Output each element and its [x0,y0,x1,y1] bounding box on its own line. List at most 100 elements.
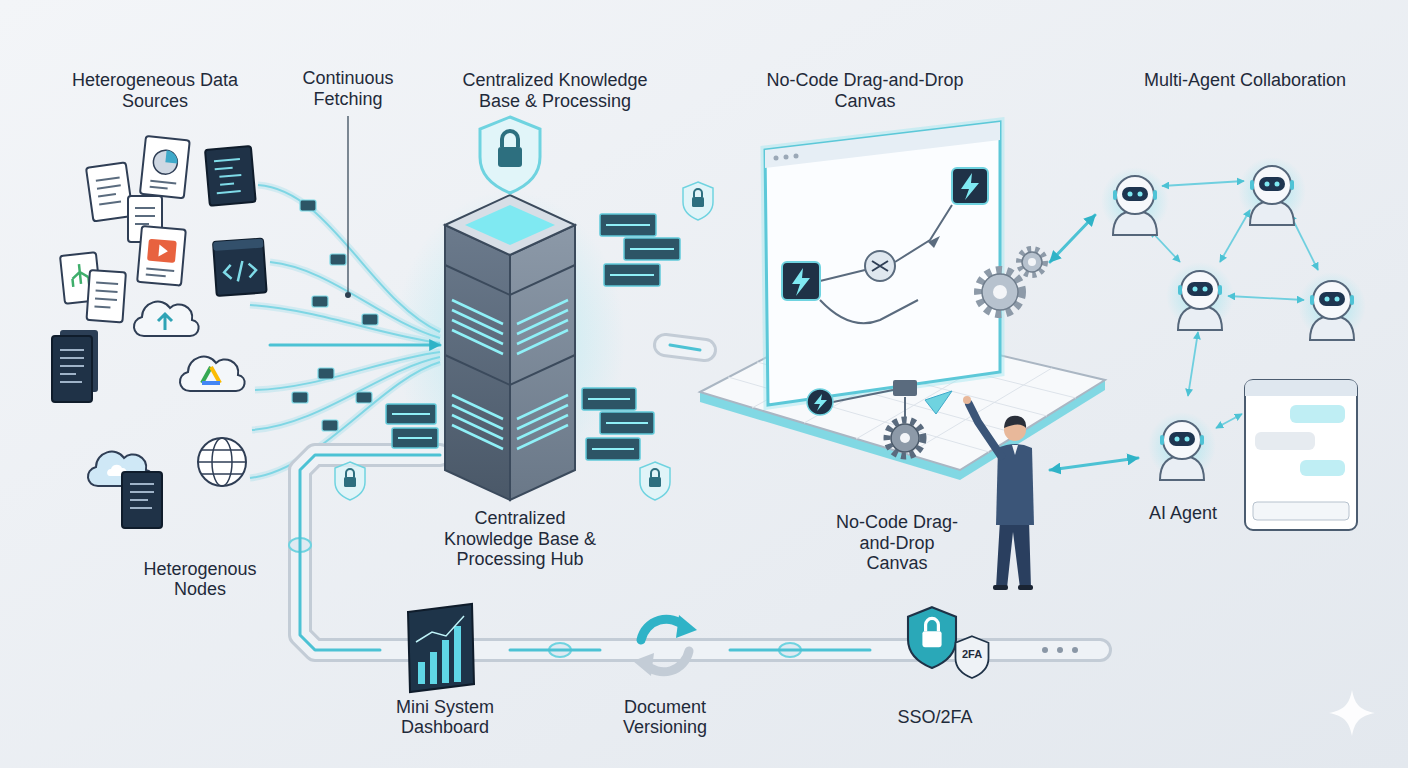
data-source-icons [86,162,133,221]
leader-line [345,116,351,298]
canvas-blocks [807,380,952,418]
processing-hub: Centralized Knowledge Base & ProcessingC… [440,66,670,574]
pipe-dots [1042,647,1078,653]
badge-label: 2FA [955,648,989,661]
dashboard-icon [416,616,464,642]
connector [300,455,440,650]
server-hub [452,300,568,449]
data-packet [300,200,316,211]
pipeline [665,345,705,350]
person [963,396,971,404]
data-packet [312,296,328,307]
chat-window [1253,502,1349,520]
person [963,396,1034,590]
security-shield [922,631,941,647]
data-source-icons [213,239,267,296]
node-label: Heterogenous Nodes [135,559,265,600]
versioning-icon [676,615,697,638]
security-shield [908,607,956,668]
dashboard-icon [442,640,449,683]
person [1012,445,1018,455]
node-heading: SSO/2FA [870,707,1000,728]
data-source-icons [137,226,186,286]
canvas-blocks [893,380,917,396]
canvas-screen [774,156,779,161]
connector [270,344,440,347]
lock-shield [640,462,670,500]
canvas-screen [765,122,1000,168]
leader-line [347,116,348,292]
canvas-blocks [925,391,952,414]
data-source-icons [71,263,89,287]
data-packet [318,368,334,379]
gear [1022,252,1042,272]
data-packet [362,314,378,325]
pipe-dots [1042,647,1048,653]
dashboard-icon [408,604,474,692]
connector [510,649,600,652]
node-heading: Multi-Agent Collaboration [1095,70,1395,91]
gear [887,249,1045,456]
agent-robot [1101,167,1169,235]
canvas-screen [865,251,895,281]
data-source-icons [52,336,92,402]
data-source-group: Heterogeneous Data SourcesHeterogenous N… [40,66,270,604]
data-source-icons [137,226,186,286]
agent-link [1228,296,1304,300]
agent-link [1216,414,1242,428]
server-hub [517,395,568,449]
gear [1019,249,1045,275]
chat-window [1290,405,1345,423]
security-shield [908,607,956,668]
data-source-icons [202,367,211,383]
canvas-screen [961,173,979,200]
data-source-icons [87,270,126,322]
server-hub [480,117,540,193]
agent-node: AI Agent [1138,398,1228,528]
canvas-screen [820,205,952,323]
data-source-icons [202,381,220,385]
security-shield [956,636,989,678]
agent-robot [1298,272,1366,340]
lock-shield [683,182,713,220]
data-source-icons [140,136,190,198]
node-heading: No-Code Drag-and-Drop Canvas [760,70,970,111]
dashboard-item: Mini System Dashboard [380,592,510,742]
node-label: No-Code Drag-and-Drop Canvas [832,512,962,574]
canvas-blocks [814,394,827,411]
agent-link [1188,332,1198,396]
data-source-icons [211,367,220,383]
data-source-icons [52,136,267,528]
server-hub [517,300,568,354]
node-label: Centralized Knowledge Base & Processing … [440,508,600,570]
agent-robot [1166,262,1234,330]
data-source-icons [158,314,172,330]
data-source-icons [198,438,246,486]
canvas-panel: No-Code Drag-and-Drop CanvasNo-Code Drag… [700,66,1050,578]
canvas-screen [765,122,1000,405]
data-packet [292,200,378,431]
data-source-icons [135,208,155,224]
data-packet [322,420,338,431]
data-source-icons [213,239,264,251]
security-item: SSO/2FA [870,592,1000,732]
agent-robot [1148,412,1216,480]
person [969,404,1001,456]
data-source-icons [150,181,176,190]
gear [993,285,1007,299]
server-hub [445,265,575,385]
canvas-screen [952,168,988,204]
data-source-icons [205,146,256,206]
data-source-icons [214,159,243,193]
data-source-icons [134,302,199,336]
data-source-icons [198,450,246,474]
dashboard-icon [408,604,474,692]
data-source-icons [213,239,267,296]
node-heading: Mini System Dashboard [380,697,510,738]
gear [900,433,910,443]
node-heading: Centralized Knowledge Base & Processing [440,70,670,111]
data-source-icons [122,472,162,528]
